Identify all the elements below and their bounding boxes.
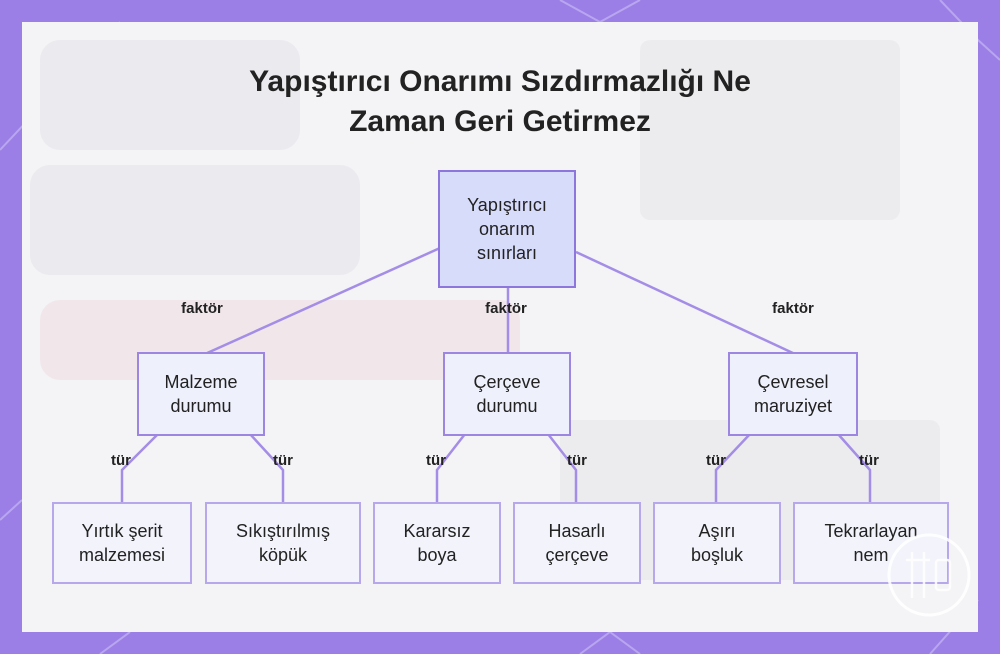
type-label-line-1: Hasarlı [548, 521, 606, 541]
type-label-line-1: Kararsız [403, 521, 471, 541]
type-label-line-2: boya [417, 545, 457, 565]
edge-label-type: tür [111, 452, 131, 469]
type-node-unstable-paint: Kararsız boya [373, 502, 501, 584]
edge-factor-2-type-1 [435, 433, 466, 503]
edge-factor-2-type-2 [547, 433, 578, 503]
type-label-line-1: Sıkıştırılmış [236, 521, 330, 541]
title-line-1: Yapıştırıcı Onarımı Sızdırmazlığı Ne [249, 65, 751, 98]
edge-label-factor-2: faktör [485, 300, 527, 317]
title-line-2: Zaman Geri Getirmez [349, 105, 651, 138]
root-label-line-3: sınırları [476, 243, 537, 263]
edge-root-factor-1 [204, 246, 441, 356]
factor-label-line-2: maruziyet [753, 396, 833, 416]
edge-label-type: tür [567, 452, 587, 469]
edge-label-factor-3: faktör [772, 300, 814, 317]
edge-factor-1-type-1 [120, 433, 159, 503]
factor-label-line-1: Çevresel [757, 372, 829, 392]
factor-node-frame: Çerçeve durumu [443, 352, 571, 436]
type-label-line-2: malzemesi [78, 545, 166, 565]
factor-label-line-1: Malzeme [164, 372, 238, 392]
root-node: Yapıştırıcı onarım sınırları [438, 170, 576, 288]
type-label-line-1: Yırtık şerit [81, 521, 163, 541]
type-label-line-2: çerçeve [545, 545, 609, 565]
type-label-line-2: nem [853, 545, 889, 565]
edge-factor-3-type-1 [714, 433, 751, 503]
type-label-line-2: boşluk [690, 545, 744, 565]
edge-label-type: tür [426, 452, 446, 469]
edge-label-factor-1: faktör [181, 300, 223, 317]
type-label-line-1: Aşırı [698, 521, 736, 541]
circle-logo-icon [887, 533, 971, 617]
edge-label-type: tür [859, 452, 879, 469]
type-node-damaged-frame: Hasarlı çerçeve [513, 502, 641, 584]
factor-label-line-2: durumu [170, 396, 232, 416]
factor-label-line-2: durumu [476, 396, 538, 416]
diagram-title: Yapıştırıcı Onarımı Sızdırmazlığı Ne Zam… [0, 62, 1000, 142]
edge-factor-3-type-2 [837, 433, 872, 503]
root-label-line-2: onarım [478, 219, 535, 239]
factor-node-environment: Çevresel maruziyet [728, 352, 858, 436]
type-node-compressed-foam: Sıkıştırılmış köpük [205, 502, 361, 584]
edge-label-type: tür [273, 452, 293, 469]
factor-label-line-1: Çerçeve [473, 372, 541, 392]
factor-node-material: Malzeme durumu [137, 352, 265, 436]
root-label-line-1: Yapıştırıcı [467, 195, 547, 215]
type-node-torn-strip: Yırtık şerit malzemesi [52, 502, 192, 584]
type-label-line-1: Tekrarlayan [824, 521, 918, 541]
type-label-line-2: köpük [258, 545, 308, 565]
edge-label-type: tür [706, 452, 726, 469]
edge-factor-1-type-2 [249, 433, 285, 503]
edge-root-factor-3 [575, 250, 796, 356]
type-node-excess-gap: Aşırı boşluk [653, 502, 781, 584]
